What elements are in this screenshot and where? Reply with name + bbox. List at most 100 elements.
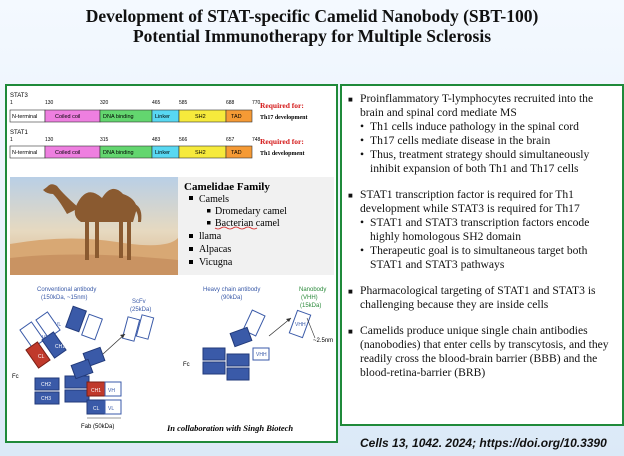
sub-bullet-text: Thus, treatment strategy should simultan…: [370, 148, 590, 175]
antibody-diagram: Conventional antibody (150kDa, ~15nm) Sc…: [12, 287, 333, 433]
title-line-2: Potential Immunotherapy for Multiple Scl…: [132, 26, 492, 46]
left-panel-figure: STAT3 1 130 320 465 585 688 770 N-termin…: [9, 93, 334, 433]
sub-bullet-text: STAT1 and STAT3 transcription factors en…: [370, 216, 590, 243]
stat3-pos-4: 585: [179, 100, 188, 106]
bullet-group: ■ Camelids produce unique single chain a…: [348, 324, 614, 380]
stat3-label-sh2: SH2: [195, 114, 206, 120]
fc-label: Fc: [12, 374, 19, 380]
heavy-chain-antibody-icon: VHH Fc: [183, 309, 292, 381]
stat3-required-label: Required for:: [260, 101, 304, 110]
stat3-domain-map: STAT3 1 130 320 465 585 688 770 N-termin…: [9, 93, 308, 123]
ch1-label: CH1: [55, 344, 65, 350]
stat1-domain-map: STAT1 1 130 315 483 566 657 748 N-termin…: [9, 130, 305, 159]
nanobody-dimension: ~2.5nm: [313, 338, 333, 344]
right-panel: ■ Proinflammatory T-lymphocytes recruite…: [340, 84, 624, 426]
stat3-label-dna: DNA binding: [103, 114, 134, 120]
sub-bullet-text: Th17 cells mediate disease in the brain: [370, 134, 551, 147]
nanobody-vhh-label: VHH: [295, 322, 306, 328]
bullet-item: ■ Pharmacological targeting of STAT1 and…: [348, 284, 614, 312]
nanobody-size: (15kDa): [300, 303, 321, 309]
vl-label: VL: [55, 322, 61, 328]
stat3-domain-tad: [225, 109, 253, 123]
fab-ch1-label: CH1: [91, 388, 101, 394]
bullet-square: [189, 247, 193, 251]
bullet-text: STAT1 transcription factor is required f…: [360, 188, 580, 215]
stat1-label-linker: Linker: [155, 150, 170, 156]
stat1-name: STAT1: [10, 130, 28, 136]
scfv-label: ScFv: [132, 299, 146, 305]
nanobody-icon: VHH ~2.5nm: [288, 309, 333, 344]
bullet-dot-icon: •: [360, 244, 365, 257]
stat1-domain-tad: [225, 145, 253, 159]
sub-bullet-item: • Th17 cells mediate disease in the brai…: [348, 134, 614, 148]
stat3-label-linker: Linker: [155, 114, 170, 120]
conventional-antibody-icon: VH VL CL CH1 CH2 CH3 CH1 VH CL VL Fc Fab…: [12, 305, 122, 430]
bullet-group: ■ STAT1 transcription factor is required…: [348, 188, 614, 272]
heavy-fc-label: Fc: [183, 362, 190, 368]
bullet-square-icon: ■: [348, 327, 353, 336]
bullet-dot-icon: •: [360, 134, 365, 147]
stat3-name: STAT3: [10, 93, 28, 99]
bullet-square-icon: ■: [348, 191, 353, 200]
bullet-square: [207, 209, 211, 213]
bullet-list: ■ Proinflammatory T-lymphocytes recruite…: [348, 92, 614, 392]
nanobody-label: Nanobody: [299, 287, 326, 293]
bullet-item: ■ Proinflammatory T-lymphocytes recruite…: [348, 92, 614, 120]
stat3-pos-2: 320: [100, 100, 109, 106]
camel-photo: [10, 177, 178, 275]
spellcheck-underline: [214, 226, 258, 230]
camelidae-camels: Camels: [199, 194, 229, 205]
bullet-group: ■ Proinflammatory T-lymphocytes recruite…: [348, 92, 614, 176]
bullet-text: Proinflammatory T-lymphocytes recruited …: [360, 92, 594, 119]
fab-vh-label: VH: [108, 388, 115, 394]
bullet-text: Camelids produce unique single chain ant…: [360, 324, 609, 379]
camelidae-llama: llama: [199, 231, 222, 242]
stat3-start: 1: [10, 100, 13, 106]
sub-bullet-item: • STAT1 and STAT3 transcription factors …: [348, 216, 614, 244]
stat3-pos-1: 130: [45, 100, 54, 106]
stat3-label-tad: TAD: [231, 114, 242, 120]
bullet-square: [189, 260, 193, 264]
conventional-title: Conventional antibody: [37, 287, 96, 293]
sub-bullet-item: • Therapeutic goal is to simultaneous ta…: [348, 244, 614, 272]
bullet-item: ■ STAT1 transcription factor is required…: [348, 188, 614, 216]
stat1-pos-3: 483: [152, 137, 161, 143]
bullet-group: ■ Pharmacological targeting of STAT1 and…: [348, 284, 614, 312]
stat1-pos-2: 315: [100, 137, 109, 143]
ch2-label: CH2: [41, 382, 51, 388]
vh-label: VH: [42, 335, 49, 341]
heavy-chain-size: (90kDa): [221, 295, 242, 301]
left-panel: STAT3 1 130 320 465 585 688 770 N-termin…: [5, 84, 338, 443]
stat1-label-coiled: Coiled coil: [55, 150, 80, 156]
stat1-pos-1: 130: [45, 137, 54, 143]
camel-icon: [43, 184, 142, 260]
stat1-label-dna: DNA binding: [103, 150, 134, 156]
sub-bullet-text: Therapeutic goal is to simultaneous targ…: [370, 244, 588, 271]
stat1-label-sh2: SH2: [195, 150, 206, 156]
conventional-size: (150kDa, ~15nm): [41, 295, 88, 301]
cl-label: CL: [38, 354, 45, 360]
stat3-pos-6: 770: [252, 100, 261, 106]
camelidae-heading: Camelidae Family: [184, 181, 270, 193]
stat1-label-ntd: N-terminal: [12, 150, 37, 156]
bullet-item: ■ Camelids produce unique single chain a…: [348, 324, 614, 380]
sub-bullet-item: • Thus, treatment strategy should simult…: [348, 148, 614, 176]
ch3-label: CH3: [41, 396, 51, 402]
heavy-vhh-label: VHH: [256, 352, 267, 358]
stat1-start: 1: [10, 137, 13, 143]
bullet-dot-icon: •: [360, 216, 365, 229]
stat1-pos-6: 748: [252, 137, 261, 143]
bullet-square: [189, 196, 193, 200]
bullet-dot-icon: •: [360, 120, 365, 133]
heavy-chain-title: Heavy chain antibody: [203, 287, 260, 293]
camelidae-bactrian: Bacterian camel: [215, 218, 280, 229]
camelidae-box: Camelidae Family Camels Dromedary camel …: [178, 177, 334, 275]
stat1-development: Th1 development: [260, 151, 305, 157]
scfv-icon: [102, 314, 155, 355]
camelidae-alpacas: Alpacas: [199, 244, 231, 255]
bullet-text: Pharmacological targeting of STAT1 and S…: [360, 284, 596, 311]
fab-label: Fab (50kDa): [81, 424, 114, 430]
stat3-pos-3: 465: [152, 100, 161, 106]
sub-bullet-text: Th1 cells induce pathology in the spinal…: [370, 120, 579, 133]
bullet-square-icon: ■: [348, 95, 353, 104]
